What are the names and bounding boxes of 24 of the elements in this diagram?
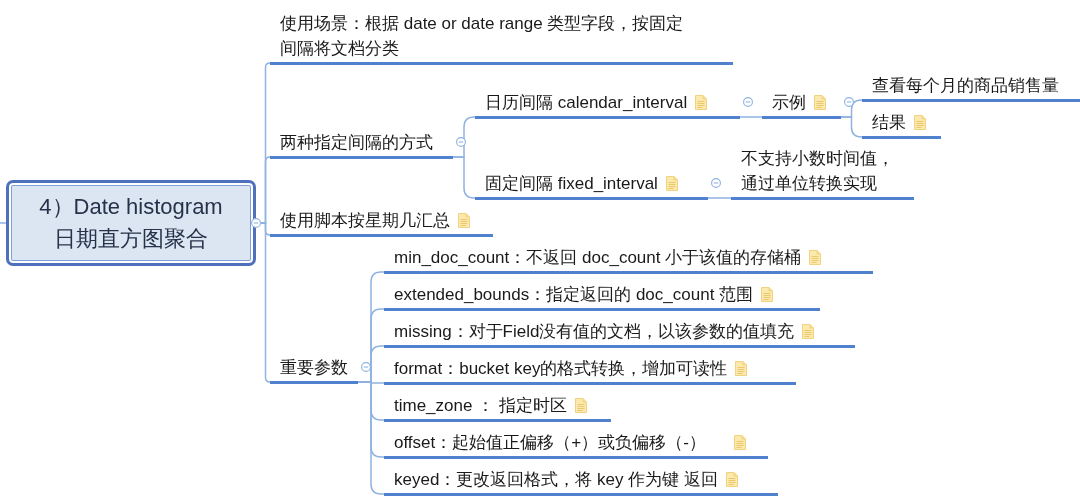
topic-text: 结果 xyxy=(872,111,906,134)
central-topic-text: 4）Date histogram 日期直方图聚合 xyxy=(38,193,224,253)
topic-text: 固定间隔 fixed_interval xyxy=(485,172,658,195)
topic-text: 查看每个月的商品销售量 xyxy=(872,74,1059,97)
connector-line xyxy=(840,116,863,138)
topic-text: format：bucket key的格式转换，增加可读性 xyxy=(394,357,728,380)
connector-line xyxy=(707,197,732,199)
topic-text: 使用场景：根据 date or date range 类型字段，按固定间隔将文档分类 xyxy=(280,12,685,60)
topic-text: 使用脚本按星期几汇总 xyxy=(280,209,450,232)
topic-text: 日历间隔 calendar_interval xyxy=(485,91,688,114)
connector-line xyxy=(357,381,385,495)
topic-text: 不支持小数时间值，通过单位转换实现 xyxy=(741,147,895,195)
topic-text: missing：对于Field没有值的文档，以该参数的值填充 xyxy=(394,320,795,343)
topic-text: time_zone ： 指定时区 xyxy=(394,394,567,417)
topic-text: min_doc_count：不返回 doc_count 小于该值的存储桶 xyxy=(394,246,802,269)
topic-text: 两种指定间隔的方式 xyxy=(280,131,433,154)
topic-text: offset：起始值正偏移（+）或负偏移（-） xyxy=(394,431,706,454)
topic-text: 重要参数 xyxy=(280,356,348,379)
connector-line xyxy=(0,222,7,224)
connector-line xyxy=(739,116,763,118)
topic-text: keyed：更改返回格式，将 key 作为键 返回 xyxy=(394,468,718,491)
connector-line xyxy=(452,156,476,199)
topic-text: 示例 xyxy=(772,91,806,114)
topic-text: extended_bounds：指定返回的 doc_count 范围 xyxy=(394,283,754,306)
